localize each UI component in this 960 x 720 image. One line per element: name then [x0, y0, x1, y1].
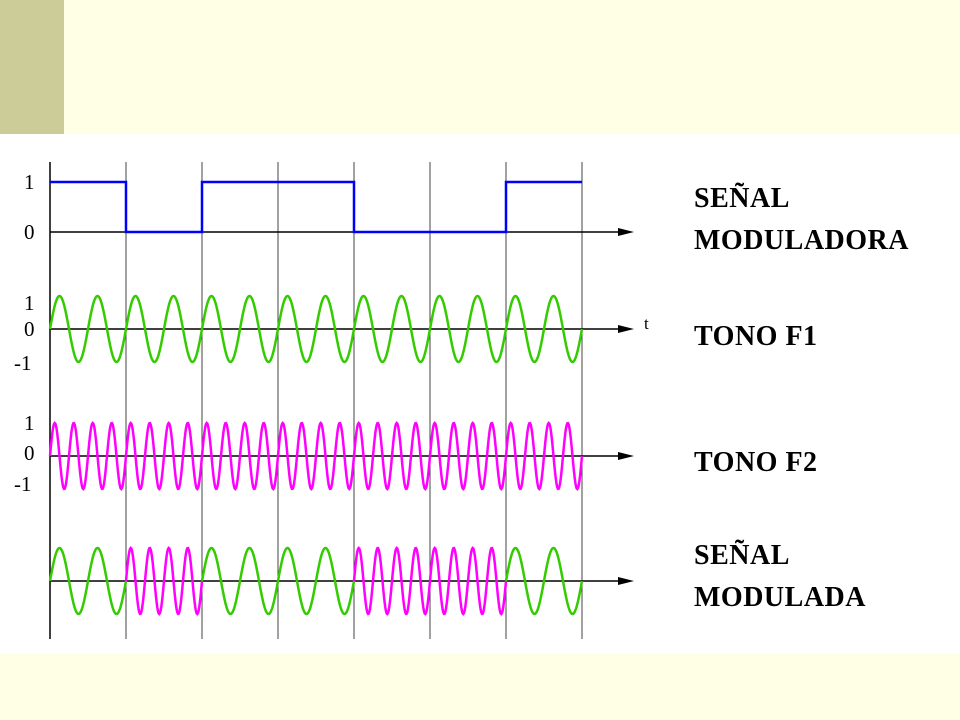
senal-moduladora-tick-label: 0: [24, 220, 35, 244]
senal-moduladora-label: MODULADORA: [694, 225, 909, 256]
tono-f1-tick-label: 1: [24, 291, 35, 315]
tone-f1-trace: [48, 294, 584, 364]
modulated-segment-f1: [504, 546, 584, 616]
time-axis-label: t: [644, 314, 649, 333]
modulated-segment-f1: [276, 546, 356, 616]
tone-f1-axis-arrow: [618, 325, 634, 333]
modulated-segment-f2: [428, 546, 508, 616]
senal-moduladora-label: SEÑAL: [694, 183, 790, 214]
tono-f1-tick-label: 0: [24, 317, 35, 341]
modulated-segment-f1: [48, 546, 128, 616]
tono-f2-label: TONO F2: [694, 447, 818, 478]
tono-f2-tick-label: 1: [24, 411, 35, 435]
tone-f2-axis-arrow: [618, 452, 634, 460]
tono-f1-tick-label: -1: [14, 351, 32, 375]
modulated-segment-f1: [200, 546, 280, 616]
senal-moduladora-tick-label: 1: [24, 170, 35, 194]
tono-f2-tick-label: -1: [14, 472, 32, 496]
tono-f1-label: TONO F1: [694, 321, 818, 352]
senal-modulada-label: SEÑAL: [694, 540, 790, 571]
senal-modulada-label: MODULADA: [694, 582, 866, 613]
modulating-signal-trace: [50, 180, 582, 234]
modulated-segment-f2: [352, 546, 432, 616]
modulating-signal-axis-arrow: [618, 228, 634, 236]
title-accent-bar: [0, 0, 64, 134]
tono-f2-tick-label: 0: [24, 441, 35, 465]
modulated-segment-f2: [124, 546, 204, 616]
tone-f2-trace: [48, 421, 584, 491]
modulated-signal-axis-arrow: [618, 577, 634, 585]
